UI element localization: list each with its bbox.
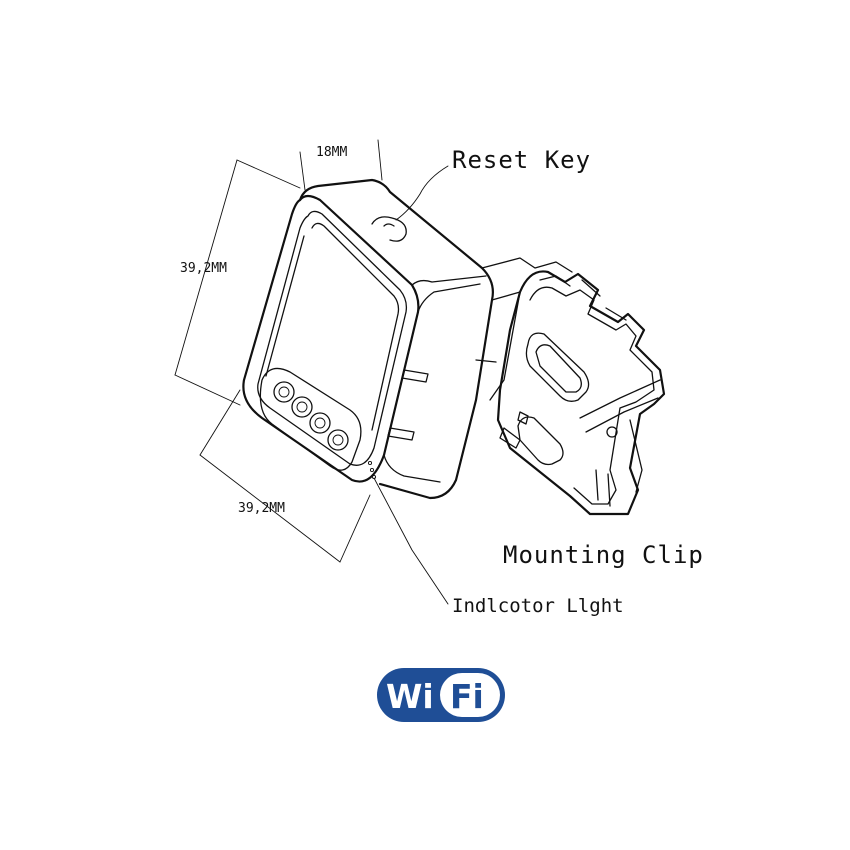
- indicator-light-label: Indlcotor Llght: [452, 595, 624, 617]
- width-dimension-label: 39,2MM: [238, 501, 285, 516]
- dimension-width: 39,2MM: [199, 389, 371, 563]
- depth-dimension-label: 18MM: [316, 145, 347, 160]
- device-body: [242, 178, 494, 500]
- mounting-clip-label: Mounting Clip: [503, 541, 704, 569]
- height-dimension-label: 39,2MM: [180, 261, 227, 276]
- wifi-logo: Wi Fi: [377, 668, 505, 722]
- dimension-height: 39,2MM: [174, 159, 301, 406]
- reset-key-callout: Reset Key: [395, 146, 591, 221]
- indicator-light-callout: Indlcotor Llght: [373, 477, 624, 617]
- mounting-clip: [475, 257, 666, 516]
- wifi-logo-right-text: Fi: [450, 677, 484, 716]
- wifi-logo-left-text: Wi: [386, 677, 434, 716]
- mounting-clip-callout: Mounting Clip: [503, 541, 704, 569]
- dimension-depth: 18MM: [299, 139, 383, 191]
- reset-key-label: Reset Key: [452, 146, 591, 174]
